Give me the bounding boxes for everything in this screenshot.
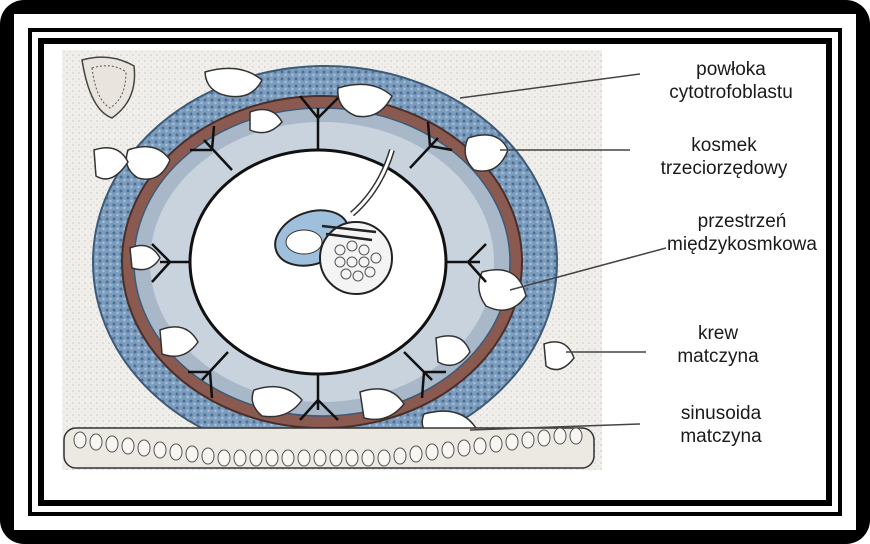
label-intervillous-line2: międzykosmkowa [654, 233, 830, 256]
label-maternal-sinusoid-line2: matczyna [646, 425, 796, 448]
label-maternal-blood-line1: krew [648, 322, 788, 345]
label-intervillous-line1: przestrzeń [654, 210, 830, 233]
label-tertiary-villus: kosmek trzeciorzędowy [624, 134, 824, 180]
uterine-epithelium [64, 428, 594, 468]
label-maternal-sinusoid-line1: sinusoida [646, 402, 796, 425]
label-cytotrophoblast-shell: powłoka cytotrofoblastu [636, 58, 826, 104]
label-intervillous-space: przestrzeń międzykosmkowa [654, 210, 830, 256]
label-cytotrophoblast-line2: cytotrofoblastu [636, 81, 826, 104]
label-maternal-sinusoid: sinusoida matczyna [646, 402, 796, 448]
label-tertiary-villus-line2: trzeciorzędowy [624, 157, 824, 180]
label-tertiary-villus-line1: kosmek [624, 134, 824, 157]
label-maternal-blood: krew matczyna [648, 322, 788, 368]
label-maternal-blood-line2: matczyna [648, 345, 788, 368]
label-cytotrophoblast-line1: powłoka [636, 58, 826, 81]
